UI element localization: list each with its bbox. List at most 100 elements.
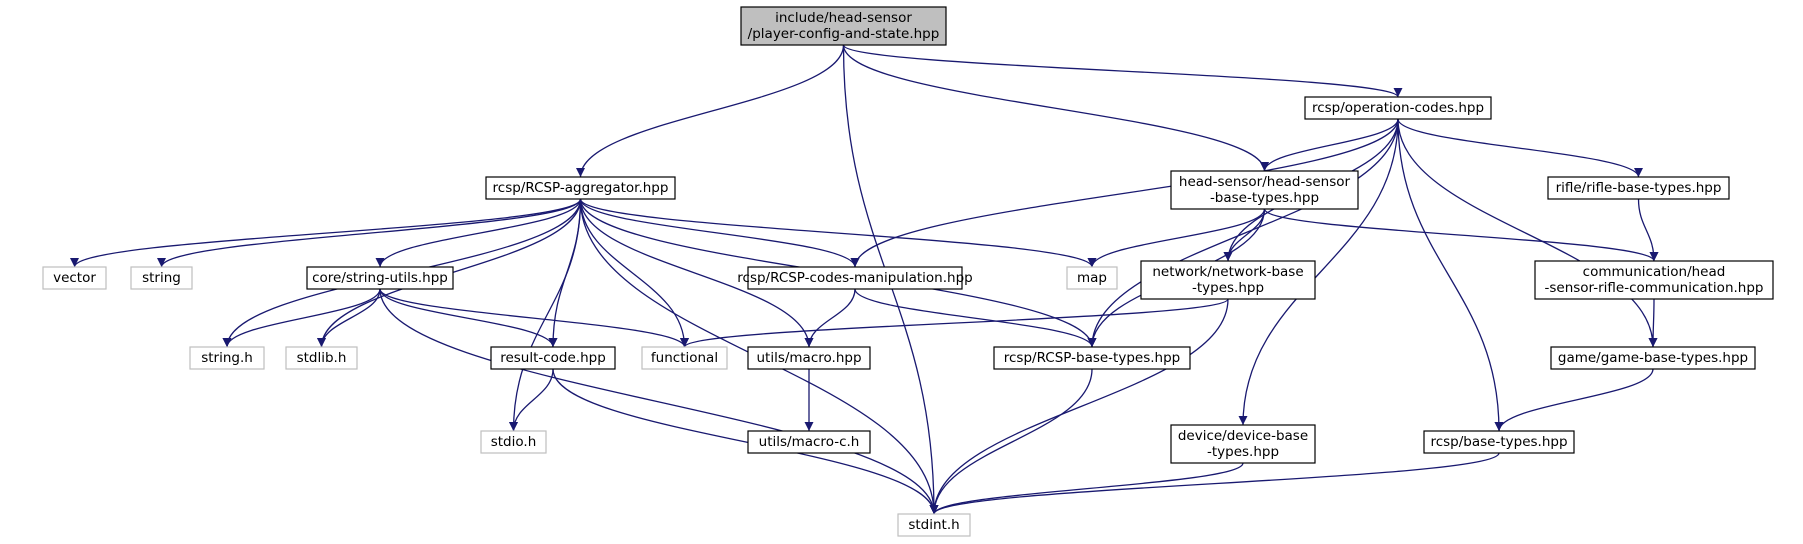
node-box-game_base: [1550, 346, 1756, 370]
edge-opcodes-to-rcsp_base: [1087, 118, 1399, 348]
node-comm[interactable]: communication/head-sensor-rifle-communic…: [1534, 260, 1774, 300]
edge-aggregator-to-map: [579, 198, 1097, 268]
node-stdio_h: stdio.h: [480, 430, 547, 454]
node-label-device_base-0: device/device-base: [1178, 428, 1308, 444]
node-label-hs_base-0: head-sensor/head-sensor: [1179, 174, 1351, 190]
edge-opcodes-to-codes_manip: [850, 118, 1399, 268]
node-label-rcsp_base-0: rcsp/RCSP-base-types.hpp: [1004, 350, 1180, 366]
node-label-string_h-0: string.h: [201, 350, 253, 366]
node-box-string_utils: [306, 266, 454, 290]
edge-rifle_base-to-comm: [1637, 198, 1659, 262]
edge-opcodes-to-rifle_base: [1397, 118, 1643, 178]
edge-rcsp_base-to-stdint_h: [929, 368, 1093, 515]
node-game_base[interactable]: game/game-base-types.hpp: [1550, 346, 1756, 370]
edge-aggregator-to-codes_manip: [579, 198, 860, 268]
node-vector: vector: [42, 266, 107, 290]
edge-comm-to-game_base: [1648, 298, 1658, 348]
edge-root-to-aggregator: [576, 44, 845, 178]
node-box-functional: [641, 346, 728, 370]
node-macro_c[interactable]: utils/macro-c.h: [747, 430, 871, 454]
edge-codes_manip-to-rcsp_base: [854, 288, 1097, 348]
node-result_code[interactable]: result-code.hpp: [490, 346, 616, 370]
edge-opcodes-to-hs_base: [1260, 118, 1399, 172]
edge-aggregator-to-stdio_h: [509, 198, 582, 432]
edge-string_utils-to-result_code: [379, 288, 558, 348]
node-label-stdio_h-0: stdio.h: [491, 434, 537, 450]
node-base_types[interactable]: rcsp/base-types.hpp: [1423, 430, 1575, 454]
node-label-map-0: map: [1077, 270, 1107, 286]
node-label-vector-0: vector: [53, 270, 96, 286]
edge-hs_base-to-map: [1087, 208, 1266, 268]
node-string_utils[interactable]: core/string-utils.hpp: [306, 266, 454, 290]
edge-aggregator-to-result_code: [548, 198, 582, 348]
node-label-codes_manip-0: rcsp/RCSP-codes-manipulation.hpp: [737, 270, 972, 286]
node-macro[interactable]: utils/macro.hpp: [747, 346, 871, 370]
edge-aggregator-to-functional: [579, 198, 689, 348]
node-box-root: [740, 6, 947, 46]
edge-result_code-to-stdint_h: [552, 368, 939, 515]
node-box-stdlib_h: [285, 346, 358, 370]
edge-device_base-to-stdint_h: [929, 462, 1244, 515]
node-box-rifle_base: [1547, 176, 1730, 200]
node-label-net_base-0: network/network-base: [1152, 264, 1303, 280]
node-label-root-0: include/head-sensor: [775, 10, 912, 26]
node-label-hs_base-1: -base-types.hpp: [1210, 190, 1319, 206]
edge-net_base-to-functional: [680, 298, 1229, 348]
edge-aggregator-to-string: [157, 198, 582, 268]
node-net_base[interactable]: network/network-base-types.hpp: [1140, 260, 1316, 300]
node-label-stdlib_h-0: stdlib.h: [297, 350, 347, 366]
node-box-net_base: [1140, 260, 1316, 300]
edge-aggregator-to-macro: [579, 198, 814, 348]
node-label-string_utils-0: core/string-utils.hpp: [312, 270, 448, 286]
node-label-functional-0: functional: [651, 350, 718, 366]
node-box-vector: [42, 266, 107, 290]
node-box-comm: [1534, 260, 1774, 300]
node-map: map: [1066, 266, 1118, 290]
node-opcodes[interactable]: rcsp/operation-codes.hpp: [1304, 96, 1492, 120]
edge-string_utils-to-stdlib_h: [317, 288, 381, 348]
node-device_base[interactable]: device/device-base-types.hpp: [1170, 424, 1316, 464]
edge-opcodes-to-base_types: [1397, 118, 1504, 432]
node-functional: functional: [641, 346, 728, 370]
node-stdint_h: stdint.h: [897, 513, 971, 537]
edge-opcodes-to-game_base: [1397, 118, 1658, 348]
node-box-macro: [747, 346, 871, 370]
node-label-comm-1: -sensor-rifle-communication.hpp: [1545, 280, 1764, 296]
edge-base_types-to-stdint_h: [929, 452, 1500, 515]
node-box-string_h: [189, 346, 265, 370]
node-stdlib_h: stdlib.h: [285, 346, 358, 370]
node-label-stdint_h-0: stdint.h: [908, 517, 959, 533]
node-box-stdio_h: [480, 430, 547, 454]
edge-root-to-hs_base: [842, 44, 1269, 172]
node-box-stdint_h: [897, 513, 971, 537]
node-root[interactable]: include/head-sensor/player-config-and-st…: [740, 6, 947, 46]
edge-aggregator-to-string_utils: [375, 198, 582, 268]
node-rcsp_base[interactable]: rcsp/RCSP-base-types.hpp: [993, 346, 1191, 370]
node-label-string-0: string: [142, 270, 181, 286]
node-rifle_base[interactable]: rifle/rifle-base-types.hpp: [1547, 176, 1730, 200]
edge-string_utils-to-functional: [379, 288, 689, 348]
node-label-rifle_base-0: rifle/rifle-base-types.hpp: [1556, 180, 1722, 196]
nodes-layer: include/head-sensor/player-config-and-st…: [42, 6, 1774, 537]
node-label-opcodes-0: rcsp/operation-codes.hpp: [1312, 100, 1484, 116]
edge-game_base-to-base_types: [1494, 368, 1654, 432]
node-box-hs_base: [1170, 170, 1359, 210]
node-box-rcsp_base: [993, 346, 1191, 370]
node-label-game_base-0: game/game-base-types.hpp: [1558, 350, 1748, 366]
node-label-base_types-0: rcsp/base-types.hpp: [1430, 434, 1567, 450]
node-box-opcodes: [1304, 96, 1492, 120]
node-hs_base[interactable]: head-sensor/head-sensor-base-types.hpp: [1170, 170, 1359, 210]
node-string: string: [130, 266, 193, 290]
node-box-device_base: [1170, 424, 1316, 464]
node-string_h: string.h: [189, 346, 265, 370]
edge-string_utils-to-stdint_h: [379, 288, 939, 515]
node-label-net_base-1: -types.hpp: [1192, 280, 1264, 296]
node-label-device_base-1: -types.hpp: [1207, 444, 1279, 460]
edge-aggregator-to-vector: [70, 198, 582, 268]
node-box-map: [1066, 266, 1118, 290]
node-aggregator[interactable]: rcsp/RCSP-aggregator.hpp: [485, 176, 676, 200]
edge-string_utils-to-string_h: [222, 288, 381, 348]
node-codes_manip[interactable]: rcsp/RCSP-codes-manipulation.hpp: [737, 266, 973, 290]
node-label-macro-0: utils/macro.hpp: [756, 350, 861, 366]
